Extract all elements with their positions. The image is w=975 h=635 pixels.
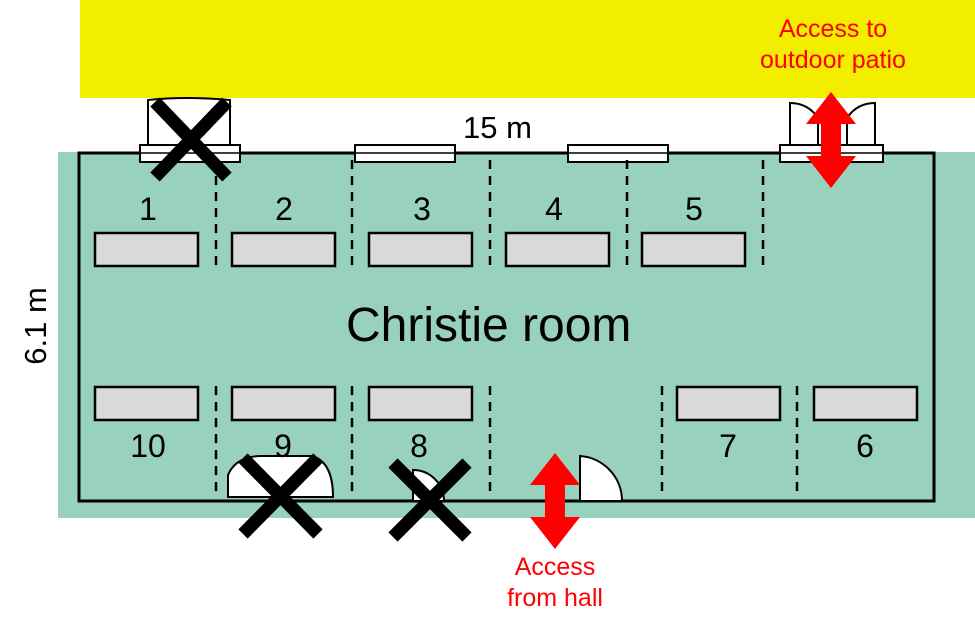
table-booth-2: [230, 231, 337, 268]
table-booth-3: [367, 231, 474, 268]
patio-access-label: Access to outdoor patio: [738, 14, 928, 76]
booth-number-7: 7: [719, 428, 737, 464]
table-booth-10: [93, 385, 200, 422]
hall-access-line-2: from hall: [507, 584, 603, 612]
hall-access-line-1: Access: [514, 553, 596, 581]
height-dimension-label: 6.1 m: [17, 287, 53, 365]
table-booth-5: [640, 231, 747, 268]
booth-number-3: 3: [413, 191, 431, 227]
width-dimension-label: 15 m: [463, 110, 532, 145]
room-name: Christie room: [346, 299, 632, 352]
room-outline: [77, 151, 936, 503]
hall-access-arrow: [530, 453, 580, 549]
booth-number-2: 2: [275, 191, 293, 227]
outdoor-patio-area: [80, 0, 975, 98]
booth-number-6: 6: [856, 428, 874, 464]
door-from-hall: [579, 454, 624, 502]
booth-number-10: 10: [130, 428, 166, 464]
patio-access-arrow: [806, 92, 856, 188]
door-to-patio: [789, 101, 876, 146]
booth-number-8: 8: [410, 428, 428, 464]
table-booth-1: [93, 231, 200, 268]
table-booth-4: [504, 231, 611, 268]
unavailable-x-mark: [150, 97, 232, 182]
table-booth-9: [230, 385, 337, 422]
patio-access-line-1: Access to: [778, 15, 888, 43]
unavailable-x-mark: [238, 453, 323, 539]
hall-access-label: Access from hall: [480, 552, 630, 614]
patio-access-line-2: outdoor patio: [760, 46, 906, 74]
booth-number-4: 4: [545, 191, 563, 227]
table-booth-7: [675, 385, 782, 422]
booth-number-5: 5: [685, 191, 703, 227]
booth-number-1: 1: [139, 191, 157, 227]
unavailable-x-mark: [388, 458, 472, 542]
table-booth-8: [367, 385, 474, 422]
table-booth-6: [812, 385, 919, 422]
booth-number-9: 9: [274, 428, 292, 464]
